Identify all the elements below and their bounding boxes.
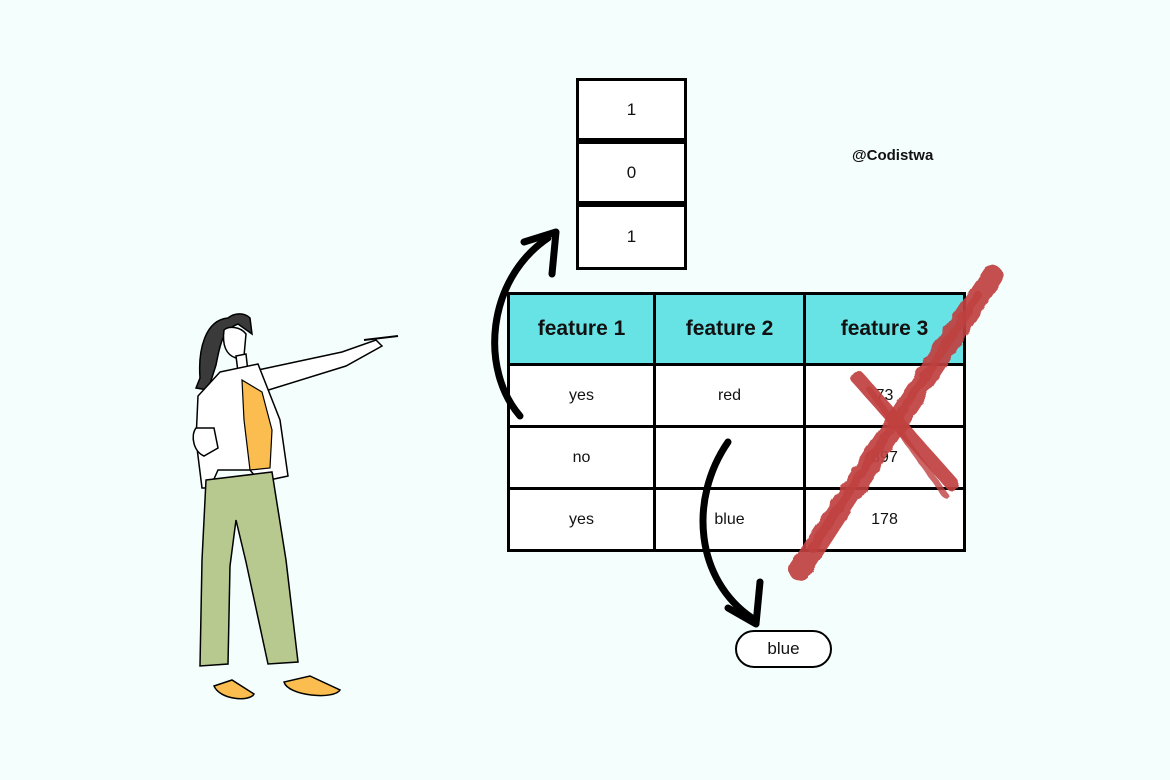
table-cell: yes: [507, 363, 656, 428]
table-cell: 897: [803, 425, 966, 490]
features-table: feature 1 feature 2 feature 3 yes red 73…: [507, 292, 966, 552]
table-cell: yes: [507, 487, 656, 552]
table-cell: no: [507, 425, 656, 490]
header-feature-1: feature 1: [507, 292, 656, 366]
author-handle: @Codistwa: [852, 147, 934, 164]
header-feature-2: feature 2: [653, 292, 806, 366]
table-cell: red: [653, 363, 806, 428]
vector-cell-2: 0: [576, 141, 687, 204]
vector-cell-1: 1: [576, 78, 687, 141]
table-cell: 178: [803, 487, 966, 552]
vector-cell-3: 1: [576, 204, 687, 270]
table-row: yes red 73: [507, 363, 966, 428]
table-cell: 73: [803, 363, 966, 428]
output-value-pill: blue: [735, 630, 832, 668]
table-cell-empty: [653, 425, 806, 490]
table-row: no 897: [507, 425, 966, 490]
header-feature-3: feature 3: [803, 292, 966, 366]
table-header-row: feature 1 feature 2 feature 3: [507, 292, 966, 366]
table-cell: blue: [653, 487, 806, 552]
table-row: yes blue 178: [507, 487, 966, 552]
